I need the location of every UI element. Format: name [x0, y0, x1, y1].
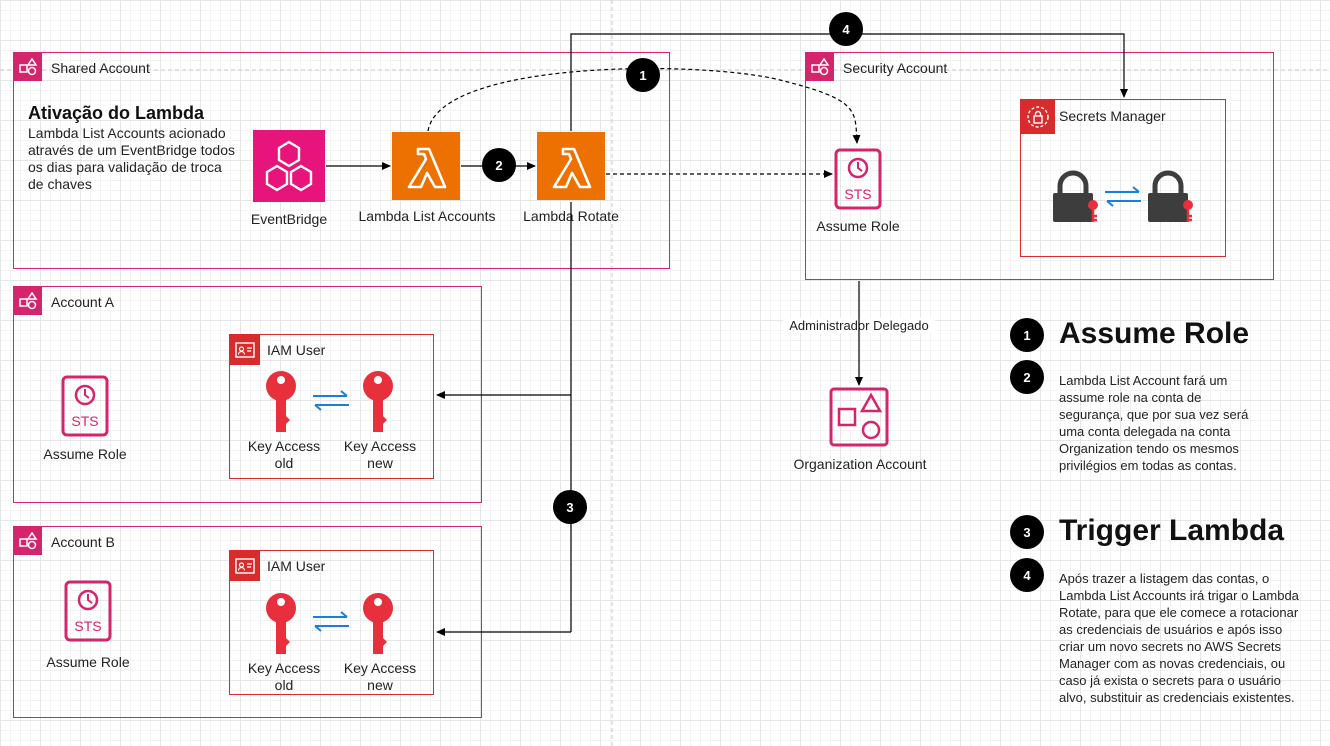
legend-text-assume-role: Lambda List Account fará um assume role …	[1059, 373, 1249, 473]
step-badge-3: 3	[553, 490, 587, 524]
step-badge-1: 1	[626, 58, 660, 92]
sts-icon[interactable]: STS	[61, 375, 109, 437]
account-a-key-new-label-line2: new	[367, 455, 393, 471]
account-group-icon	[806, 53, 834, 81]
key-old-icon	[263, 592, 299, 656]
account-b-group[interactable]: Account B	[13, 526, 482, 718]
iam-user-icon	[230, 551, 260, 581]
lambda-list-accounts-label: Lambda List Accounts	[358, 208, 496, 224]
account-a-iam-user-group[interactable]: IAM User	[229, 334, 434, 479]
svg-text:STS: STS	[74, 618, 101, 634]
sts-icon[interactable]: STS	[834, 148, 882, 210]
security-account-group[interactable]: Security Account	[805, 52, 1274, 280]
legend-text-trigger-lambda: Após trazer a listagem das contas, o Lam…	[1059, 571, 1299, 705]
account-b-assume-role-label: Assume Role	[46, 654, 130, 670]
security-assume-role-label: Assume Role	[816, 218, 900, 234]
legend-title-trigger-lambda: Trigger Lambda	[1059, 514, 1285, 547]
padlock-new-icon	[1145, 170, 1197, 226]
lambda-rotate-icon[interactable]	[537, 132, 605, 200]
account-group-icon	[14, 53, 42, 81]
account-a-label: Account A	[51, 294, 115, 310]
eventbridge-icon[interactable]	[253, 130, 325, 202]
account-group-icon	[14, 287, 42, 315]
key-old-icon	[263, 370, 299, 434]
step-badge-2: 2	[482, 148, 516, 182]
eventbridge-label: EventBridge	[250, 211, 328, 227]
organization-account-label: Organization Account	[793, 456, 927, 472]
key-new-icon	[360, 592, 396, 656]
account-b-label: Account B	[51, 534, 115, 550]
rotate-arrows-icon	[311, 609, 351, 633]
account-b-iam-user-group[interactable]: IAM User	[229, 550, 434, 695]
account-b-key-old-label-line1: Key Access	[247, 660, 321, 676]
account-group-icon	[14, 527, 42, 555]
svg-text:STS: STS	[71, 413, 98, 429]
legend-badge-4: 4	[1010, 558, 1044, 592]
account-a-key-new-label-line1: Key Access	[343, 438, 417, 454]
account-b-key-new-label-line1: Key Access	[343, 660, 417, 676]
account-a-assume-role-label: Assume Role	[43, 446, 127, 462]
edge-lambda-list-to-security-sts	[427, 67, 861, 144]
legend-badge-3: 3	[1010, 515, 1044, 549]
legend-title-assume-role: Assume Role	[1059, 317, 1250, 350]
account-b-key-new-label-line2: new	[367, 677, 393, 693]
sts-icon[interactable]: STS	[64, 580, 112, 642]
organization-account-icon[interactable]	[829, 387, 889, 447]
account-a-iam-user-label: IAM User	[267, 342, 326, 358]
rotate-arrows-icon	[311, 388, 351, 412]
lambda-activation-title: Ativação do Lambda	[28, 103, 205, 123]
lambda-activation-description: Lambda List Accounts acionado através de…	[28, 125, 236, 192]
account-a-key-old-label-line1: Key Access	[247, 438, 321, 454]
account-a-key-old-label-line2: old	[274, 455, 294, 471]
padlock-old-icon	[1050, 170, 1102, 226]
secrets-manager-label: Secrets Manager	[1059, 108, 1166, 124]
svg-text:STS: STS	[844, 186, 871, 202]
shared-account-group[interactable]: Shared Account	[13, 52, 670, 269]
step-badge-4: 4	[829, 12, 863, 46]
legend-badge-1: 1	[1010, 318, 1044, 352]
legend-badge-2: 2	[1010, 360, 1044, 394]
secrets-manager-icon	[1021, 100, 1055, 134]
rotate-arrows-icon	[1103, 184, 1143, 208]
iam-user-icon	[230, 335, 260, 365]
security-account-label: Security Account	[843, 60, 948, 76]
secrets-manager-group[interactable]: Secrets Manager	[1020, 99, 1226, 257]
key-new-icon	[360, 370, 396, 434]
account-b-iam-user-label: IAM User	[267, 558, 326, 574]
lambda-list-accounts-icon[interactable]	[392, 132, 460, 200]
account-b-key-old-label-line2: old	[274, 677, 294, 693]
shared-account-label: Shared Account	[51, 60, 150, 76]
